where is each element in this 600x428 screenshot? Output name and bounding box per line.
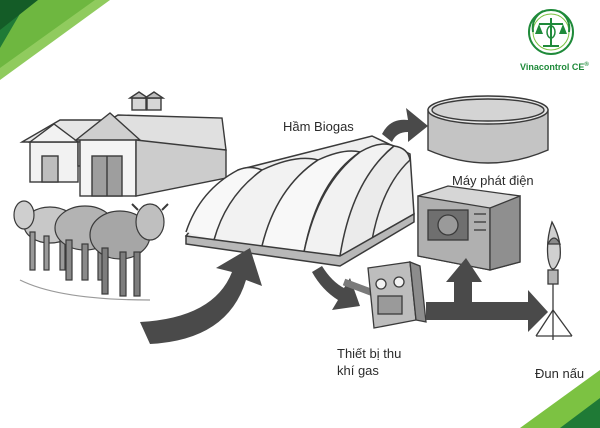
registered-mark: ®: [584, 62, 589, 68]
label-gas-collector-line2: khí gas: [337, 363, 379, 378]
flow-arrow-digester-to-tank: [382, 108, 428, 142]
gas-storage-tank: [427, 95, 549, 164]
cattle-herd: [13, 200, 169, 301]
brand-name: Vinacontrol CE®: [520, 62, 589, 72]
flow-arrow-livestock-to-digester: [140, 248, 262, 344]
label-gas-collector: Thiết bị thu khí gas: [337, 345, 401, 379]
label-biogas-digester: Hầm Biogas: [283, 119, 354, 134]
brand-name-text: Vinacontrol CE: [520, 62, 585, 72]
livestock-barn: [19, 91, 227, 197]
label-generator: Máy phát điện: [452, 173, 534, 188]
flow-arrow-digester-to-collector: [312, 266, 360, 310]
electric-generator: [417, 185, 521, 271]
cooking-stove: [535, 220, 573, 340]
vinacontrol-logo: [528, 9, 574, 55]
label-cooking: Đun nấu: [535, 366, 585, 381]
flow-arrow-collector-to-outputs: [426, 258, 548, 332]
label-gas-collector-line1: Thiết bị thu: [337, 346, 402, 361]
gas-collector-device: [342, 260, 427, 329]
corner-decoration-bottom-right: [520, 370, 600, 428]
corner-decoration-top-left: [0, 0, 110, 80]
biogas-digester: [184, 135, 415, 267]
